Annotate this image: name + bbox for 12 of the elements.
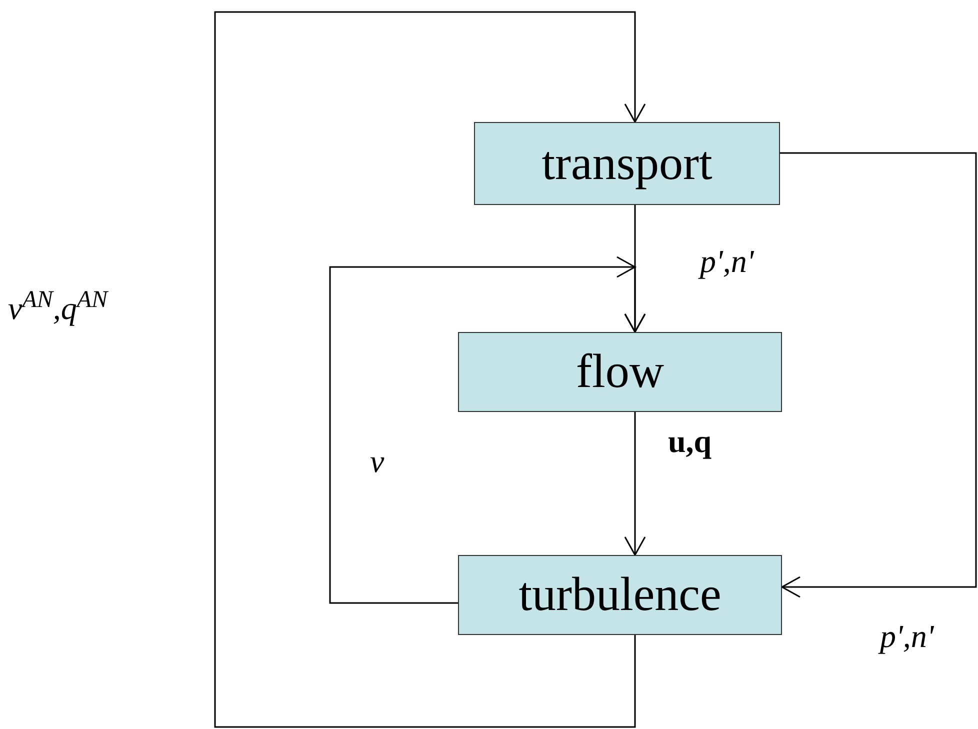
edge-label: p',n' xyxy=(880,620,934,652)
edge-label: ν xyxy=(370,445,384,477)
arrow xyxy=(214,11,646,728)
arrow xyxy=(329,256,646,604)
process-box: turbulence xyxy=(458,555,782,635)
edge-label: p',n' xyxy=(700,245,754,277)
process-box: flow xyxy=(458,332,782,412)
arrow xyxy=(624,412,646,556)
edge-label: ν$^{AN}$,q$^{AN}$ xyxy=(8,292,108,324)
arrow xyxy=(780,152,977,598)
edge-label: u,q xyxy=(668,425,712,457)
process-box: transport xyxy=(474,122,780,205)
